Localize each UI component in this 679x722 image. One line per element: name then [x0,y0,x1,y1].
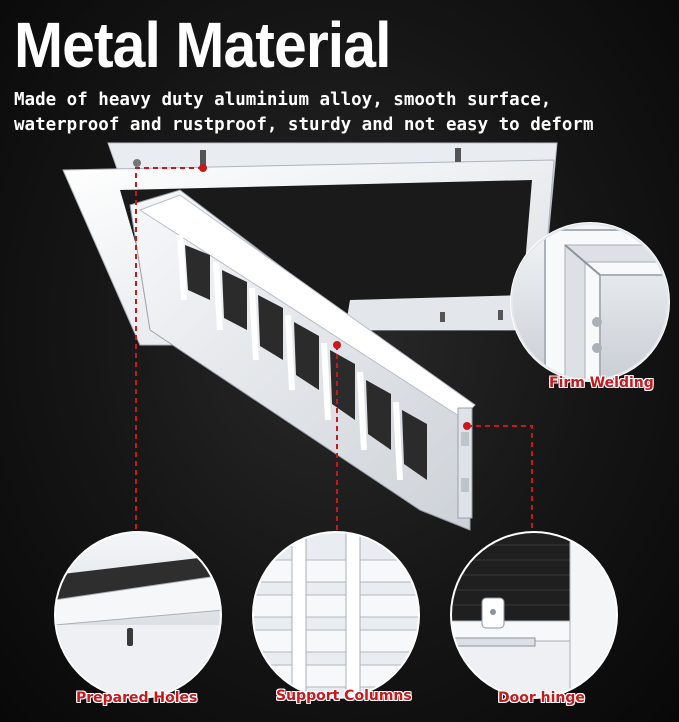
detail-circle-columns [252,531,420,699]
callout-firm-welding: Firm Welding [549,375,654,391]
callout-support-columns: Support Columns [276,688,412,704]
subtitle: Made of heavy duty aluminium alloy, smoo… [14,90,594,135]
headline: Metal Material [14,9,391,81]
callout-door-hinge: Door hinge [498,690,585,706]
detail-circle-hinge [450,531,618,699]
callout-prepared-holes: Prepared Holes [76,690,198,706]
leader-lines [135,167,533,542]
detail-circle-welding [510,222,670,382]
detail-circle-holes [54,531,222,699]
grille-door [129,189,476,531]
